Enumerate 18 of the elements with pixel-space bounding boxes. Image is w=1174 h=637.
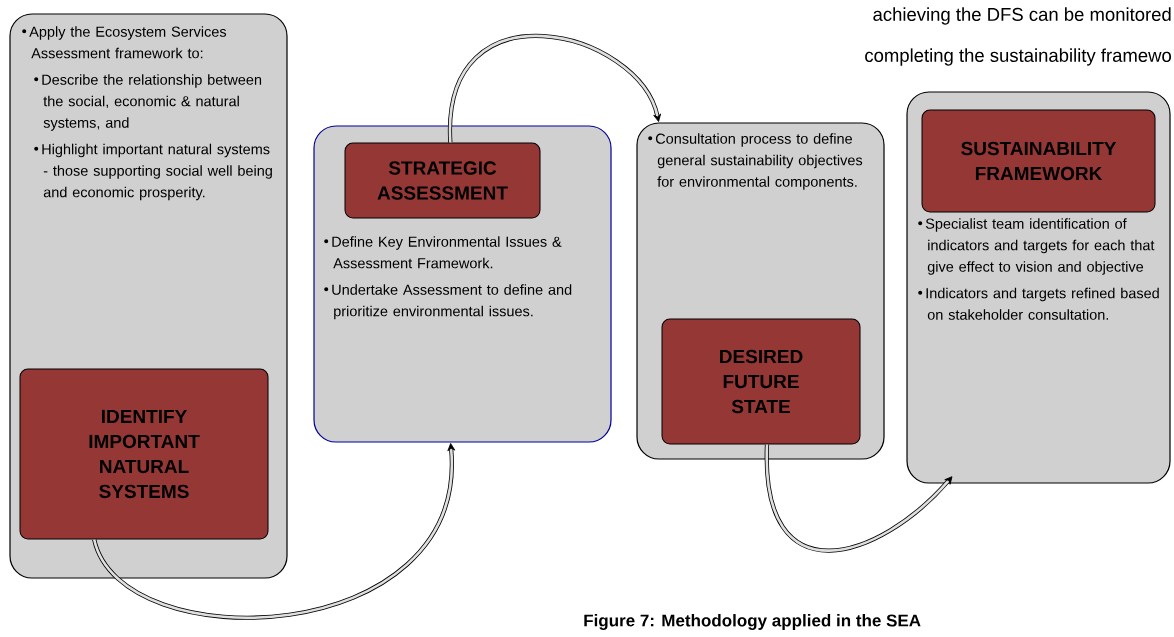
bullet-item: Define Key Environmental Issues & Assessment Framework. <box>324 236 562 269</box>
title-box: SUSTAINABILITY FRAMEWORK <box>921 109 1156 213</box>
title-box: IDENTIFY IMPORTANT NATURAL SYSTEMS <box>19 368 269 540</box>
body-text: completing the sustainability framewo <box>865 48 1171 66</box>
bullet-item: Indicators and targets refined based on stakeholder consultation. <box>918 287 1159 320</box>
curved-arrow <box>92 443 456 620</box>
bullet-item: Highlight important natural systems - those supporting social well being and economic prosperity. <box>34 143 272 201</box>
body-text: achieving the DFS can be monitored <box>873 7 1171 25</box>
title-box: STRATEGIC ASSESSMENT <box>344 142 541 219</box>
bullet-item: Consultation process to define general sustainability objectives for environmental components. <box>648 133 863 190</box>
bullet-item: Undertake Assessment to define and prioritize environmental issues. <box>324 284 572 320</box>
bullet-item: Specialist team identification of indicators and targets for each that give effect to vision and objective <box>918 218 1155 275</box>
bullet-item: Apply the Ecosystem Services Assessment framework to: <box>22 26 227 59</box>
figure-caption: Figure 7: Methodology applied in the SEA <box>584 614 921 630</box>
curved-arrow <box>448 34 662 143</box>
title-box: DESIRED FUTURE STATE <box>661 318 861 445</box>
curved-arrow <box>764 444 953 553</box>
bullet-item: Describe the relationship between the social, economic & natural systems, and <box>34 74 262 131</box>
